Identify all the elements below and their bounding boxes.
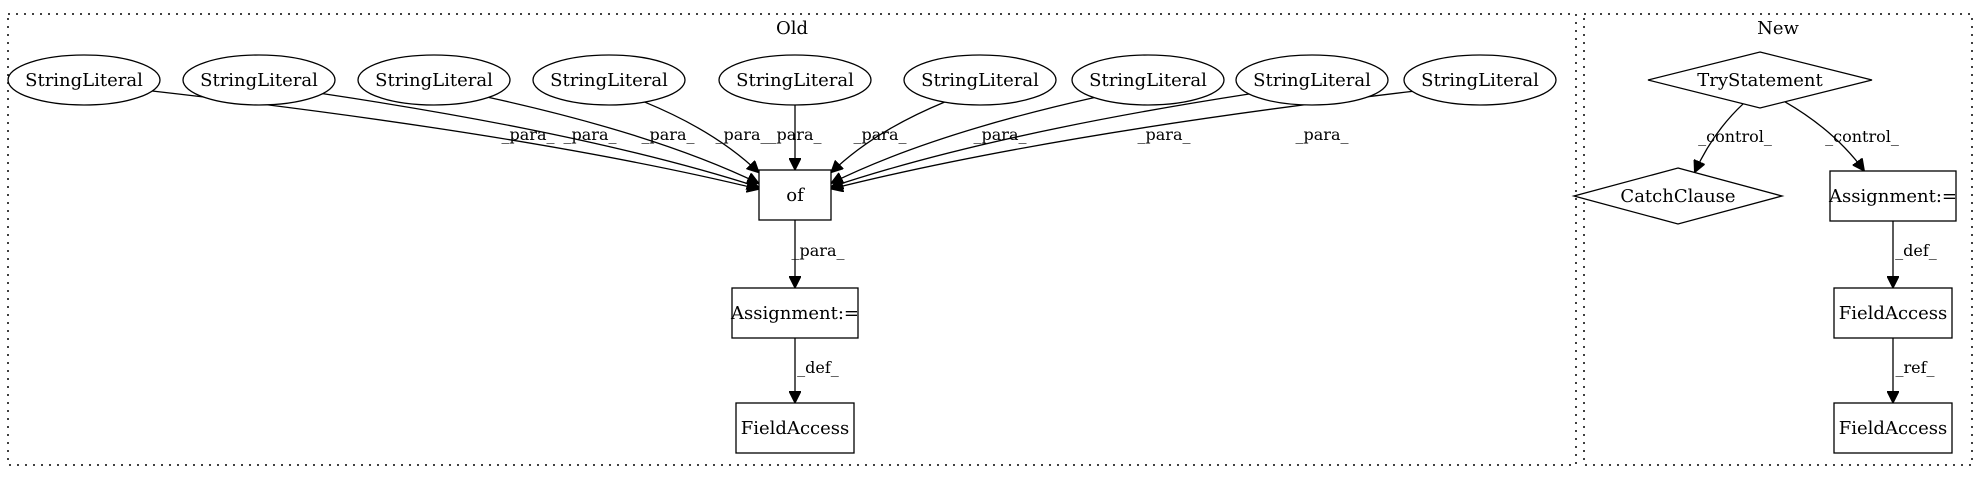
edge-label: _para_ (769, 125, 822, 144)
edge-label: _para_ (1296, 125, 1349, 144)
edge-line (322, 93, 759, 188)
node-try: TryStatement (1647, 51, 1873, 109)
cluster-new-label: New (1757, 18, 1799, 39)
node-ellipse-shape (903, 54, 1057, 106)
node-label: FieldAccess (1839, 418, 1947, 439)
edge-line (831, 101, 945, 173)
edge-line (644, 101, 759, 173)
edge-sl7-to-of: _para_ (831, 96, 1095, 184)
node-sl3: StringLiteral (357, 54, 511, 106)
node-label: CatchClause (1620, 186, 1735, 207)
cluster-new-border (1583, 13, 1973, 466)
node-assign_new: Assignment:= (1828, 170, 1957, 222)
edge-label: _para_ (854, 125, 907, 144)
edge-of-to-assign_old: _para_ (792, 220, 845, 288)
node-ellipse-shape (7, 54, 161, 106)
node-ellipse-shape (182, 54, 336, 106)
edge-sl4-to-of: _para_ (644, 101, 769, 173)
node-label: FieldAccess (741, 418, 849, 439)
node-fa_new1: FieldAccess (1833, 287, 1953, 339)
edge-sl3-to-of: _para_ (488, 96, 759, 183)
node-fa_old: FieldAccess (735, 402, 855, 454)
node-label: StringLiteral (550, 70, 668, 91)
node-sl4: StringLiteral (532, 54, 686, 106)
node-label: StringLiteral (1253, 70, 1371, 91)
node-label: TryStatement (1697, 70, 1823, 91)
node-ellipse-shape (718, 54, 872, 106)
node-assign_old: Assignment:= (730, 287, 859, 339)
edge-try-to-catch: _control_ (1695, 103, 1772, 173)
edge-line (1784, 101, 1864, 171)
node-label: StringLiteral (375, 70, 493, 91)
node-label: of (786, 185, 805, 206)
cluster-old-border (7, 13, 1577, 466)
edge-label: _para_ (564, 125, 617, 144)
node-label: Assignment:= (730, 303, 859, 324)
edge-label: _para_ (792, 241, 845, 260)
node-sl6: StringLiteral (903, 54, 1057, 106)
cluster-new: New (1583, 13, 1973, 466)
node-box-shape (735, 402, 855, 454)
edge-label: _para_ (974, 125, 1027, 144)
edge-line (831, 96, 1095, 184)
node-of: of (758, 169, 832, 221)
edge-label: _ref_ (1895, 358, 1934, 377)
node-box-shape (731, 287, 859, 339)
edge-sl5-to-of: _para_ (769, 105, 822, 170)
node-label: Assignment:= (1828, 186, 1957, 207)
edge-label: _control_ (1698, 127, 1772, 146)
edge-assign_old-to-fa_old: _def_ (795, 338, 839, 403)
edge-label: _para_ (502, 125, 555, 144)
edge-sl2-to-of: _para_ (322, 93, 759, 188)
edge-line (1695, 103, 1744, 173)
node-sl8: StringLiteral (1235, 54, 1389, 106)
edge-sl9-to-of: _para_ (831, 90, 1413, 189)
edge-fa_new1-to-fa_new2: _ref_ (1893, 338, 1935, 403)
edge-label: _def_ (1895, 241, 1937, 260)
edge-label: _para_ (642, 125, 695, 144)
node-ellipse-shape (1071, 54, 1225, 106)
node-sl1: StringLiteral (7, 54, 161, 106)
node-sl2: StringLiteral (182, 54, 336, 106)
edge-sl6-to-of: _para_ (831, 101, 945, 173)
node-label: FieldAccess (1839, 303, 1947, 324)
edge-line (831, 93, 1250, 187)
node-ellipse-shape (532, 54, 686, 106)
edge-assign_new-to-fa_new1: _def_ (1893, 221, 1937, 288)
node-box-shape (1829, 170, 1957, 222)
node-box-shape (1833, 402, 1953, 454)
node-label: StringLiteral (736, 70, 854, 91)
node-sl5: StringLiteral (718, 54, 872, 106)
cluster-old-label: Old (776, 18, 808, 39)
node-diamond-shape (1647, 51, 1873, 109)
edge-label: _para_ (1138, 125, 1191, 144)
node-fa_new2: FieldAccess (1833, 402, 1953, 454)
edge-label: _para_ (716, 125, 769, 144)
node-ellipse-shape (1235, 54, 1389, 106)
node-sl9: StringLiteral (1403, 54, 1557, 106)
node-label: StringLiteral (200, 70, 318, 91)
edge-try-to-assign_new: _control_ (1784, 101, 1899, 171)
node-diamond-shape (1571, 167, 1785, 225)
node-catch: CatchClause (1571, 167, 1785, 225)
node-label: StringLiteral (1421, 70, 1539, 91)
node-box-shape (758, 169, 832, 221)
edge-line (488, 96, 759, 183)
node-ellipse-shape (357, 54, 511, 106)
node-ellipse-shape (1403, 54, 1557, 106)
node-sl7: StringLiteral (1071, 54, 1225, 106)
edge-label: _control_ (1825, 127, 1899, 146)
node-label: StringLiteral (1089, 70, 1207, 91)
node-label: StringLiteral (25, 70, 143, 91)
edge-label: _def_ (797, 358, 839, 377)
node-label: StringLiteral (921, 70, 1039, 91)
cluster-old: Old (7, 13, 1577, 466)
edge-sl8-to-of: _para_ (831, 93, 1250, 187)
node-box-shape (1833, 287, 1953, 339)
